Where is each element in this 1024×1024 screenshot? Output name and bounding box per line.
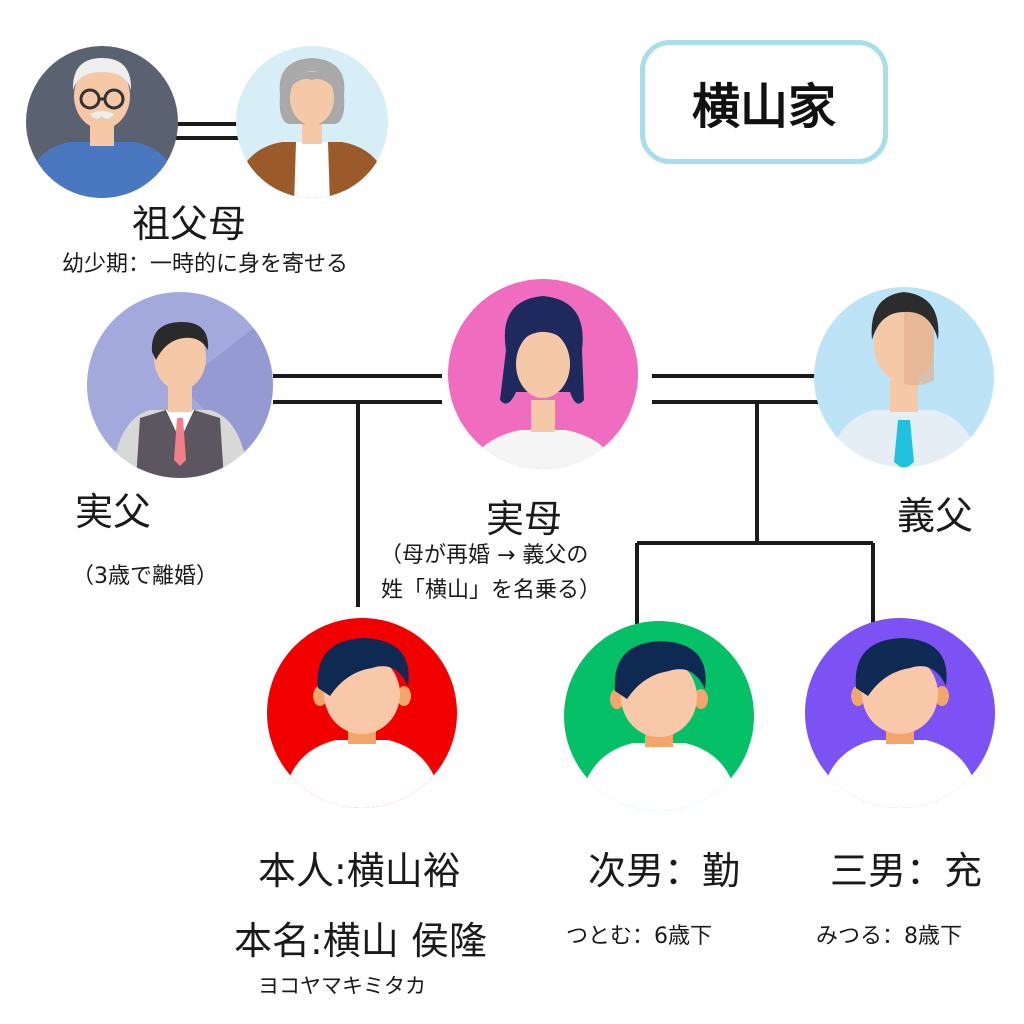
second-son-avatar <box>564 621 754 811</box>
second-son-note: つとむ：6歳下 <box>566 924 712 949</box>
grandparents-label: 祖父母 <box>132 202 247 246</box>
mother-avatar <box>448 279 638 469</box>
mother-note-line2: 姓「横山」を名乗る） <box>381 578 602 603</box>
self-label: 本人:横山裕 <box>258 849 461 893</box>
mother-label: 実母 <box>486 497 563 541</box>
family-name-title: 横山家 <box>691 79 836 135</box>
self-avatar <box>267 618 457 808</box>
grandfather-avatar <box>26 46 178 198</box>
birth-father-avatar <box>87 292 273 478</box>
grandparents-note: 幼少期：一時的に身を寄せる <box>62 252 349 277</box>
birth-father-label: 実父 <box>75 490 152 534</box>
stepfather-label: 義父 <box>897 494 974 538</box>
second-son-label: 次男：勤 <box>588 849 741 893</box>
connector-lines <box>165 122 875 628</box>
grandmother-avatar <box>236 46 388 198</box>
mother-note-line1: （母が再婚 → 義父の <box>380 543 589 568</box>
self-real-name: 本名:横山 侯隆 <box>234 919 487 963</box>
self-name-reading: ヨコヤマキミタカ <box>258 974 426 998</box>
third-son-note: みつる：8歳下 <box>816 924 962 949</box>
stepfather-avatar <box>814 287 994 467</box>
birth-father-note: （3歳で離婚） <box>72 564 218 589</box>
family-name-box: 横山家 <box>640 40 888 164</box>
third-son-label: 三男：充 <box>830 849 983 893</box>
third-son-avatar <box>805 618 995 808</box>
